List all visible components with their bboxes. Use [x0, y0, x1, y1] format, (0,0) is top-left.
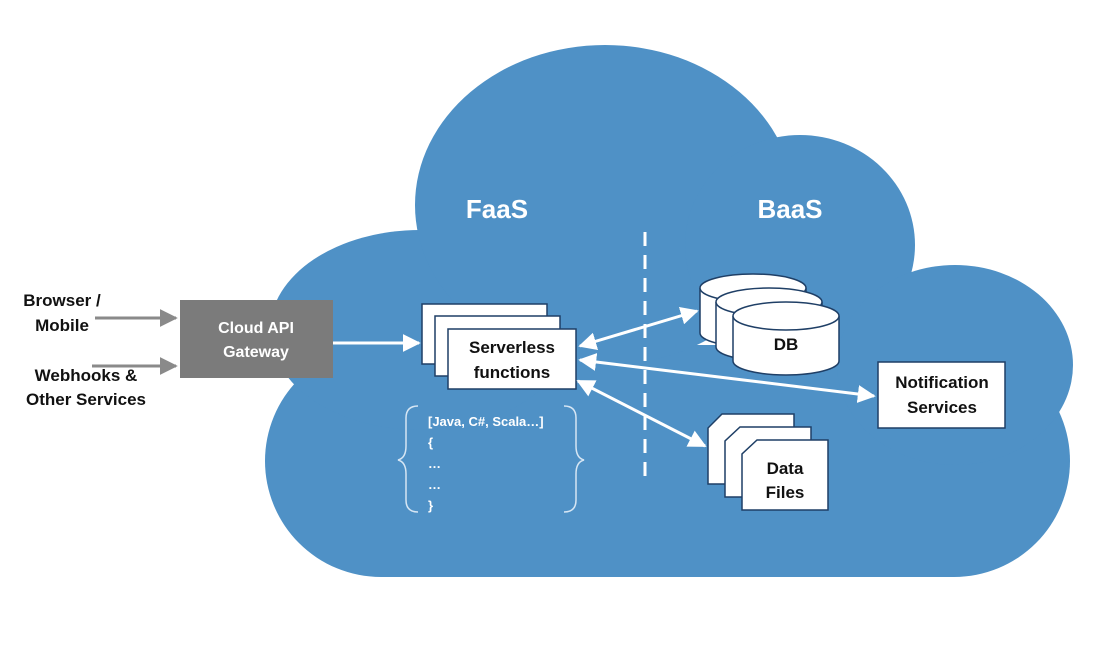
right-brace — [563, 405, 585, 513]
data-files-stack — [707, 413, 829, 511]
data-files-label-line1: Data — [767, 459, 804, 478]
code-line-3: … — [428, 456, 441, 471]
client-browser-mobile-line1: Browser / — [23, 291, 101, 310]
arrow-functions-notification — [578, 353, 876, 403]
client-webhooks-line1: Webhooks & — [35, 366, 138, 385]
code-line-1: [Java, C#, Scala…] — [428, 414, 544, 429]
left-brace — [397, 405, 419, 513]
gateway-label-line2: Gateway — [223, 344, 289, 361]
client-webhooks-line2: Other Services — [26, 390, 146, 409]
client-browser-mobile-line2: Mobile — [35, 316, 89, 335]
gateway-label-line1: Cloud API — [218, 320, 294, 337]
cloud-api-gateway-box — [180, 300, 333, 378]
cloud-shape — [265, 45, 1073, 577]
code-line-2: { — [428, 435, 433, 450]
notification-services-box — [877, 361, 1006, 429]
serverless-functions-box — [447, 328, 577, 390]
code-line-5: } — [428, 498, 433, 513]
notification-label-line2: Services — [907, 398, 977, 417]
arrow-functions-db — [578, 307, 699, 350]
db-label: DB — [774, 335, 799, 354]
data-files-label-line2: Files — [766, 483, 805, 502]
functions-label-line1: Serverless — [469, 338, 555, 357]
baas-title: BaaS — [757, 194, 822, 224]
notification-label-line1: Notification — [895, 373, 989, 392]
arrow-functions-files — [576, 379, 707, 448]
faas-title: FaaS — [466, 194, 528, 224]
functions-label-line2: functions — [474, 363, 551, 382]
code-line-4: … — [428, 477, 441, 492]
serverless-functions-stack — [421, 303, 577, 390]
